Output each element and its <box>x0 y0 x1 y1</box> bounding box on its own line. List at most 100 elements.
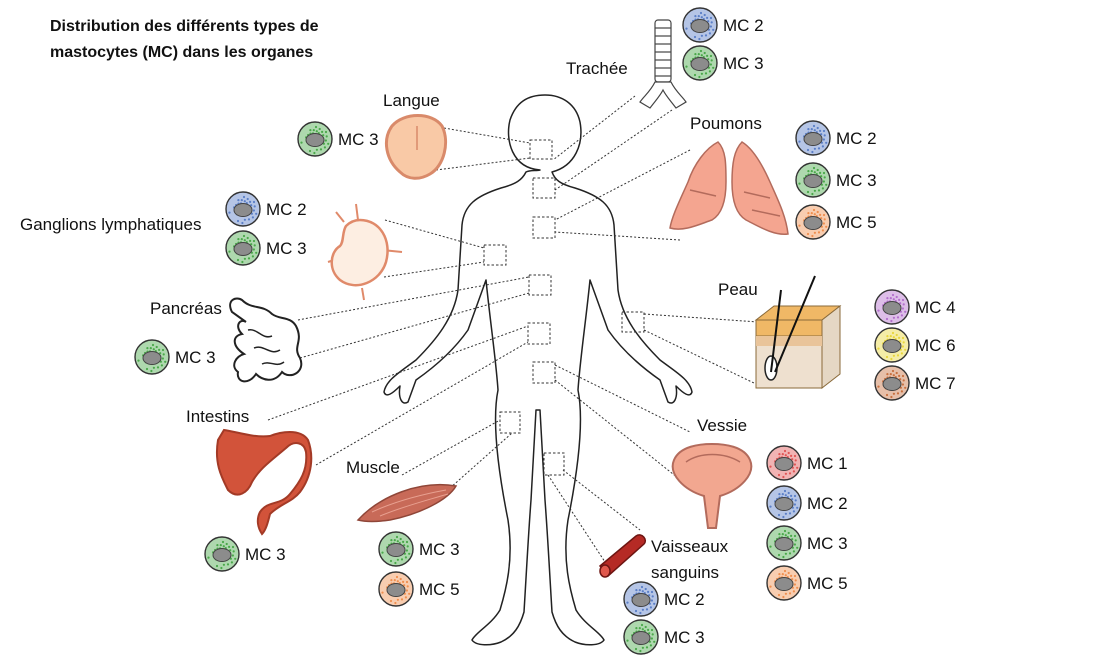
marker-intestins <box>527 322 551 345</box>
mast-cell-nucleus <box>882 377 902 391</box>
title-line-1: Distribution des différents types de <box>50 18 319 35</box>
mast-cell-muscle-2: MC 5 <box>378 571 460 607</box>
mast-cell-pancreas-1: MC 3 <box>134 339 216 375</box>
bladder-icon <box>671 442 753 529</box>
mast-cell-nucleus <box>774 537 794 551</box>
mast-cell-nucleus <box>142 351 162 365</box>
mast-cell-label: MC 3 <box>338 130 379 149</box>
label-poumons: Poumons <box>690 114 762 133</box>
lymph-node-icon <box>327 203 403 301</box>
mast-cell-label: MC 3 <box>419 540 460 559</box>
marker-peau <box>621 311 645 333</box>
mast-cell-nucleus <box>803 132 823 146</box>
mast-cell-label: MC 2 <box>723 16 764 35</box>
marker-pancreas <box>528 274 552 296</box>
label-vessie: Vessie <box>697 416 747 435</box>
leader-pancreas-2 <box>299 292 530 359</box>
marker-vaisseaux <box>543 452 565 476</box>
mast-cell-nucleus <box>803 174 823 188</box>
mast-cell-label: MC 6 <box>915 336 956 355</box>
mast-cell-nucleus <box>774 457 794 471</box>
label-ganglions: Ganglions lymphatiques <box>20 215 201 234</box>
mast-cell-label: MC 3 <box>266 239 307 258</box>
tongue-icon <box>384 114 447 180</box>
mast-cell-vaisseaux-1: MC 2 <box>623 581 705 617</box>
leader-poumons-2 <box>554 231 681 241</box>
mast-cell-label: MC 5 <box>807 574 848 593</box>
leader-muscle-1 <box>401 419 501 476</box>
organ-labels: Trachée Langue Poumons Ganglions lymphat… <box>20 59 762 582</box>
leader-trachee-1 <box>552 95 636 161</box>
mast-cell-badges: MC 2 MC 3 MC 3 MC 2 MC 3 MC 5 MC 2 MC 3 MC 3 MC 4… <box>134 7 956 655</box>
human-body-silhouette <box>383 94 693 646</box>
mast-cell-trachee-2: MC 3 <box>682 45 764 81</box>
mast-cell-nucleus <box>690 19 710 33</box>
leader-peau-2 <box>643 329 757 385</box>
mast-cell-nucleus <box>690 57 710 71</box>
trachea-icon <box>639 19 687 109</box>
mast-cell-label: MC 2 <box>836 129 877 148</box>
leader-langue-2 <box>435 157 531 171</box>
mast-cell-ganglions-2: MC 3 <box>225 230 307 266</box>
label-vaisseaux-line-2: sanguins <box>651 563 719 582</box>
marker-poumons <box>532 216 556 239</box>
leader-vessie-1 <box>554 364 691 433</box>
mast-cell-nucleus <box>386 543 406 557</box>
mast-cell-label: MC 3 <box>836 171 877 190</box>
mast-cell-poumons-3: MC 5 <box>795 204 877 240</box>
mast-cell-peau-2: MC 6 <box>874 327 956 363</box>
label-peau: Peau <box>718 280 758 299</box>
mast-cell-nucleus <box>774 577 794 591</box>
label-intestins: Intestins <box>186 407 249 426</box>
mast-cell-peau-1: MC 4 <box>874 289 956 325</box>
marker-vessie <box>532 361 556 384</box>
diagram-title: Distribution des différents types de mas… <box>50 14 390 66</box>
label-langue: Langue <box>383 91 440 110</box>
mast-cell-muscle-1: MC 3 <box>378 531 460 567</box>
leader-muscle-2 <box>449 432 513 489</box>
marker-muscle <box>499 411 521 434</box>
leader-ganglions-2 <box>383 261 485 278</box>
pancreas-icon <box>229 297 303 383</box>
leader-ganglions-1 <box>384 219 485 249</box>
mast-cell-label: MC 3 <box>664 628 705 647</box>
leader-intestins-2 <box>315 341 529 466</box>
mast-cell-vaisseaux-2: MC 3 <box>623 619 705 655</box>
blood-vessel-icon <box>598 534 647 578</box>
mast-cell-vessie-4: MC 5 <box>766 565 848 601</box>
mast-cell-trachee-1: MC 2 <box>682 7 764 43</box>
mast-cell-label: MC 1 <box>807 454 848 473</box>
leader-trachee-2 <box>554 109 673 191</box>
mast-cell-label: MC 5 <box>836 213 877 232</box>
leader-lines <box>267 95 759 563</box>
mast-cell-ganglions-1: MC 2 <box>225 191 307 227</box>
leader-langue-1 <box>443 127 531 144</box>
mast-cell-vessie-1: MC 1 <box>766 445 848 481</box>
mast-cell-label: MC 3 <box>245 545 286 564</box>
mast-cell-poumons-2: MC 3 <box>795 162 877 198</box>
label-vaisseaux-line-1: Vaisseaux <box>651 537 729 556</box>
mast-cell-label: MC 4 <box>915 298 956 317</box>
leader-vessie-2 <box>554 379 679 479</box>
mast-cell-langue-1: MC 3 <box>297 121 379 157</box>
leader-poumons-1 <box>554 149 691 221</box>
mast-cell-nucleus <box>882 339 902 353</box>
mast-cell-nucleus <box>212 548 232 562</box>
mast-cell-label: MC 7 <box>915 374 956 393</box>
mast-cell-nucleus <box>233 242 253 256</box>
mast-cell-label: MC 3 <box>175 348 216 367</box>
mast-cell-nucleus <box>774 497 794 511</box>
lungs-icon <box>669 141 789 235</box>
label-trachee: Trachée <box>566 59 628 78</box>
mast-cell-intestins-1: MC 3 <box>204 536 286 572</box>
mast-cell-vessie-3: MC 3 <box>766 525 848 561</box>
leader-pancreas-1 <box>297 276 530 321</box>
mast-cell-label: MC 5 <box>419 580 460 599</box>
mast-cell-label: MC 2 <box>266 200 307 219</box>
muscle-icon <box>356 484 458 523</box>
label-muscle: Muscle <box>346 458 400 477</box>
marker-ganglions <box>483 244 507 266</box>
mast-cell-poumons-1: MC 2 <box>795 120 877 156</box>
marker-langue <box>529 139 553 160</box>
